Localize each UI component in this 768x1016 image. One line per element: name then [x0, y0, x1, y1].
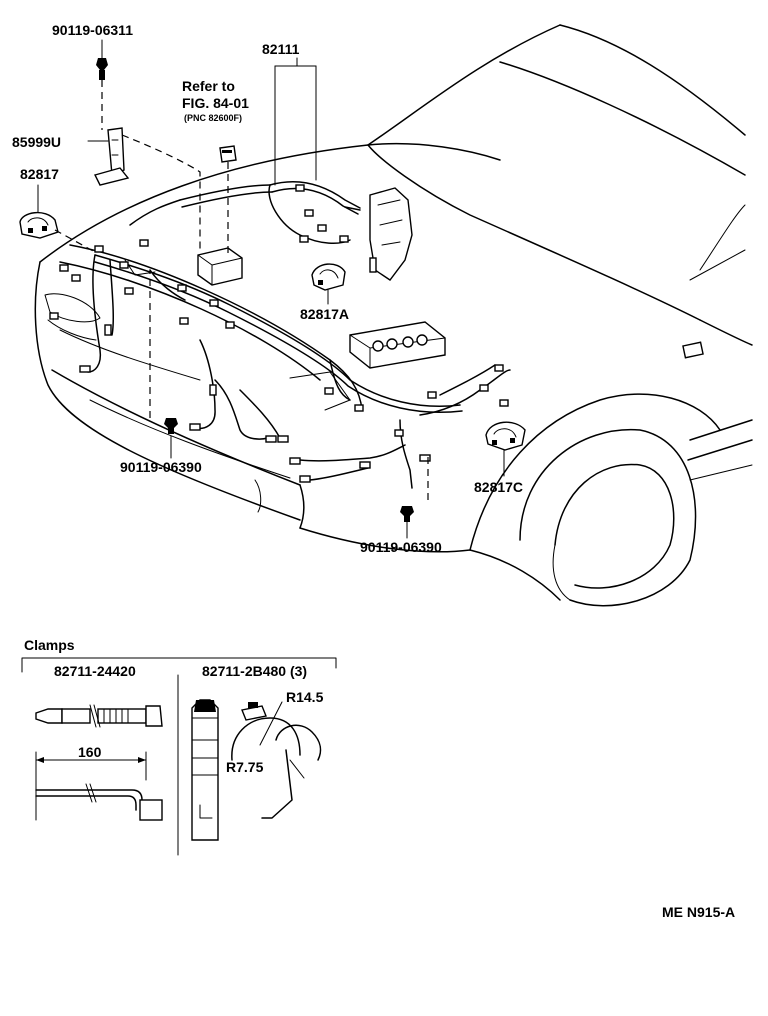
label-clamp-left: 82817: [20, 166, 59, 182]
label-bracket: 85999U: [12, 134, 61, 150]
dim-radius-large: R14.5: [286, 689, 324, 705]
dim-length: 160: [78, 744, 102, 760]
label-bolt-lower-right: 90119-06390: [360, 539, 442, 555]
callout-parts: [19, 58, 526, 522]
label-clamp-mid: 82817A: [300, 306, 349, 322]
clamp-strap-icon: [35, 704, 163, 728]
label-ref-line2: FIG. 84-01: [182, 95, 249, 111]
figure-code: ME N915-A: [662, 904, 735, 920]
engine-components: [59, 187, 446, 411]
label-harness: 82111: [262, 41, 300, 57]
label-bolt-lower-left: 90119-06390: [120, 459, 202, 475]
label-bolt-top: 90119-06311: [52, 22, 133, 38]
dim-radius-small: R7.75: [226, 759, 264, 775]
label-ref-line3: (PNC 82600F): [184, 113, 242, 123]
car-body: [34, 24, 753, 607]
clamp-radius-icon: R14.5 R7.75: [226, 689, 324, 819]
bracket-icon: [93, 127, 130, 186]
clamp-part-a: 82711-24420: [54, 663, 136, 679]
clamp-82817C-icon: [485, 421, 526, 451]
leader-lines: [37, 39, 505, 539]
clamp-82817-icon: [19, 212, 59, 239]
wire-harness: [49, 181, 511, 489]
label-ref-line1: Refer to: [182, 78, 235, 94]
bolt-top-icon: [96, 58, 108, 80]
bolt-lower-right-icon: [400, 506, 414, 522]
clamp-82817A-icon: [311, 263, 346, 291]
clamps-legend: Clamps 82711-24420 82711-2B480 (3) 160: [21, 637, 337, 856]
harness-connectors: [49, 184, 509, 483]
clamp-dimension: 160: [35, 744, 163, 821]
relay-connector-icon: [219, 145, 237, 163]
bolt-lower-left-icon: [164, 418, 178, 434]
clamp-body-icon: [191, 699, 219, 841]
clamps-heading: Clamps: [24, 637, 75, 653]
clamp-part-b: 82711-2B480 (3): [202, 663, 307, 679]
label-clamp-right: 82817C: [474, 479, 523, 495]
part-labels: 90119-06311 82111 Refer to FIG. 84-01 (P…: [12, 22, 523, 555]
